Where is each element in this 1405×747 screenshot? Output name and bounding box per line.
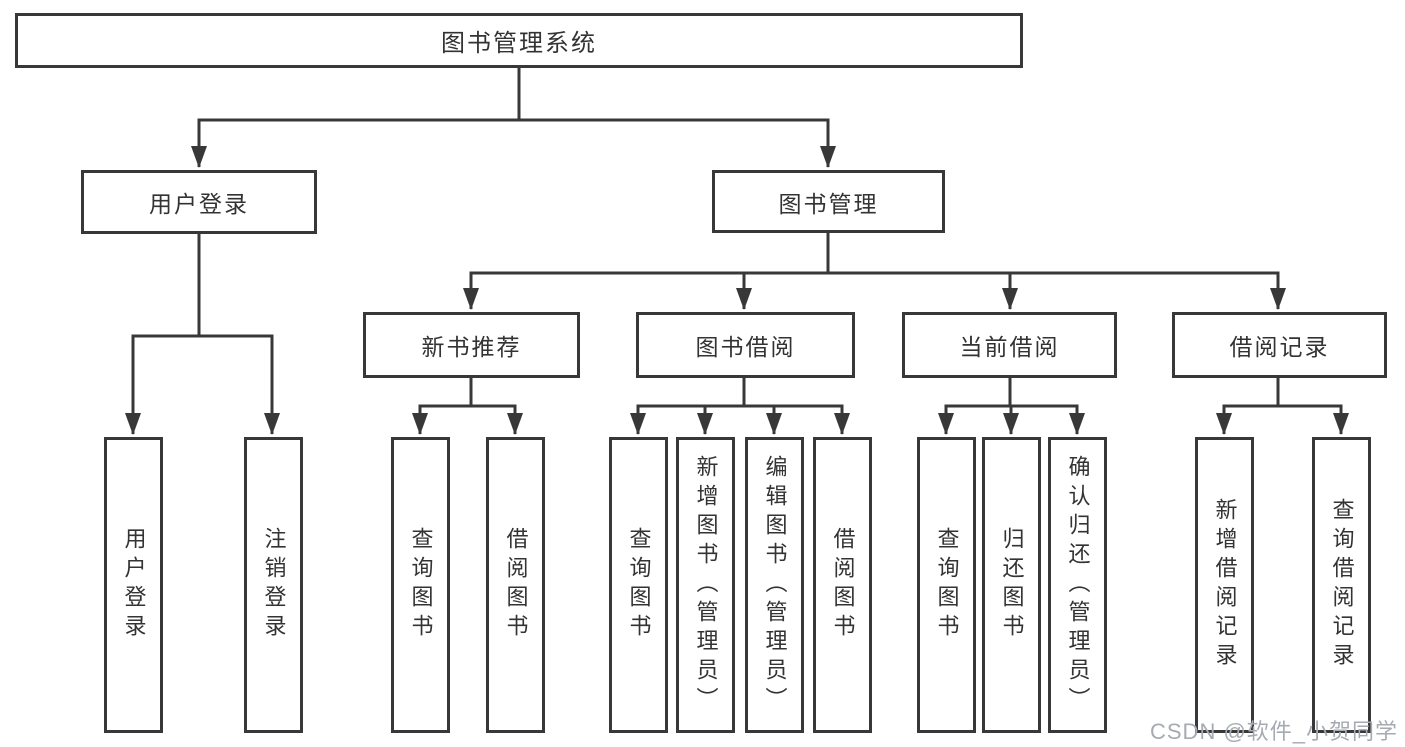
node-book-management: 图书管理	[712, 170, 945, 233]
leaf-edit-book-admin: 编辑图书（管理员）	[745, 437, 804, 733]
leaf-return-book: 归还图书	[982, 437, 1041, 733]
leaf-user-login: 用户登录	[104, 437, 163, 733]
leaf-query-books-borrowing: 查询图书	[609, 437, 668, 733]
leaf-borrow-books-recommend: 借阅图书	[486, 437, 545, 733]
leaf-query-books-recommend: 查询图书	[391, 437, 450, 733]
leaf-borrow-books-borrowing: 借阅图书	[813, 437, 872, 733]
node-library-system: 图书管理系统	[15, 13, 1023, 68]
node-new-book-recommend: 新书推荐	[363, 312, 580, 378]
node-borrowing-records: 借阅记录	[1172, 312, 1387, 378]
leaf-add-book-admin: 新增图书（管理员）	[676, 437, 735, 733]
node-current-borrowing: 当前借阅	[902, 312, 1117, 378]
leaf-logout: 注销登录	[244, 437, 303, 733]
leaf-add-borrow-record: 新增借阅记录	[1195, 437, 1254, 733]
leaf-query-books-current: 查询图书	[917, 437, 976, 733]
node-user-login: 用户登录	[81, 170, 317, 234]
leaf-query-borrow-record: 查询借阅记录	[1312, 437, 1371, 733]
leaf-confirm-return-admin: 确认归还（管理员）	[1048, 437, 1107, 733]
node-book-borrowing: 图书借阅	[636, 312, 855, 378]
csdn-watermark: CSDN @软件_小贺同学	[1150, 719, 1399, 744]
